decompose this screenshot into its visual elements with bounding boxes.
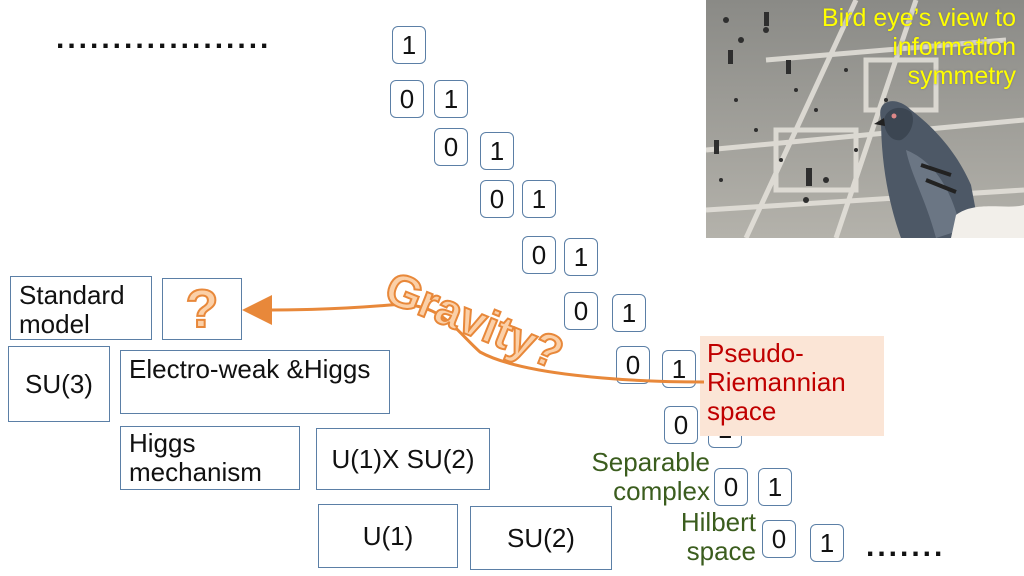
standard-model-label: Standard model <box>19 280 125 339</box>
electroweak-box: Electro-weak &Higgs <box>120 350 390 414</box>
pigeon-photo: Bird eye’s view to information symmetry <box>706 0 1024 238</box>
bit-one: 1 <box>480 132 514 170</box>
question-box: ? <box>162 278 242 340</box>
top-dots: ................... <box>56 22 272 55</box>
bit-one: 1 <box>434 80 468 118</box>
bit-one: 1 <box>564 238 598 276</box>
question-mark: ? <box>185 279 220 339</box>
bit-zero: 0 <box>664 406 698 444</box>
pseudo-riemannian-label: Pseudo-Riemannian space <box>707 338 846 426</box>
gravity-text: Gravity? <box>378 261 571 379</box>
bit-one: 1 <box>522 180 556 218</box>
bit-zero: 0 <box>714 468 748 506</box>
photo-caption: Bird eye’s view to information symmetry <box>821 4 1016 90</box>
hilbert-space-label: Hilbert space <box>680 507 756 566</box>
bit-one: 1 <box>392 26 426 64</box>
bit-zero: 0 <box>434 128 468 166</box>
u1xsu2-label: U(1)X SU(2) <box>331 443 475 474</box>
pigeon-icon <box>874 101 981 238</box>
higgs-mechanism-label: Higgs mechanism <box>129 428 262 487</box>
u1xsu2-box: U(1)X SU(2) <box>316 428 490 490</box>
gravity-arrow <box>242 294 705 384</box>
bit-one: 1 <box>810 524 844 562</box>
electroweak-label: Electro-weak &Higgs <box>129 354 371 384</box>
su3-box: SU(3) <box>8 346 110 422</box>
bit-zero: 0 <box>522 236 556 274</box>
bit-one: 1 <box>758 468 792 506</box>
pigeon-square-image <box>706 0 1024 238</box>
u1-label: U(1) <box>362 520 414 551</box>
su2-label: SU(2) <box>507 522 575 553</box>
bit-zero: 0 <box>762 520 796 558</box>
bit-zero: 0 <box>480 180 514 218</box>
higgs-mechanism-box: Higgs mechanism <box>120 426 300 490</box>
bottom-dots: ....... <box>866 530 946 563</box>
standard-model-box: Standard model <box>10 276 152 340</box>
bit-zero: 0 <box>390 80 424 118</box>
bit-zero: 0 <box>564 292 598 330</box>
u1-box: U(1) <box>318 504 458 568</box>
pseudo-riemannian-panel <box>700 336 884 436</box>
bit-one: 1 <box>612 294 646 332</box>
su3-label: SU(3) <box>25 368 93 399</box>
su2-box: SU(2) <box>470 506 612 570</box>
separable-complex-label: Separable complex <box>591 447 710 506</box>
bit-zero: 0 <box>616 346 650 384</box>
